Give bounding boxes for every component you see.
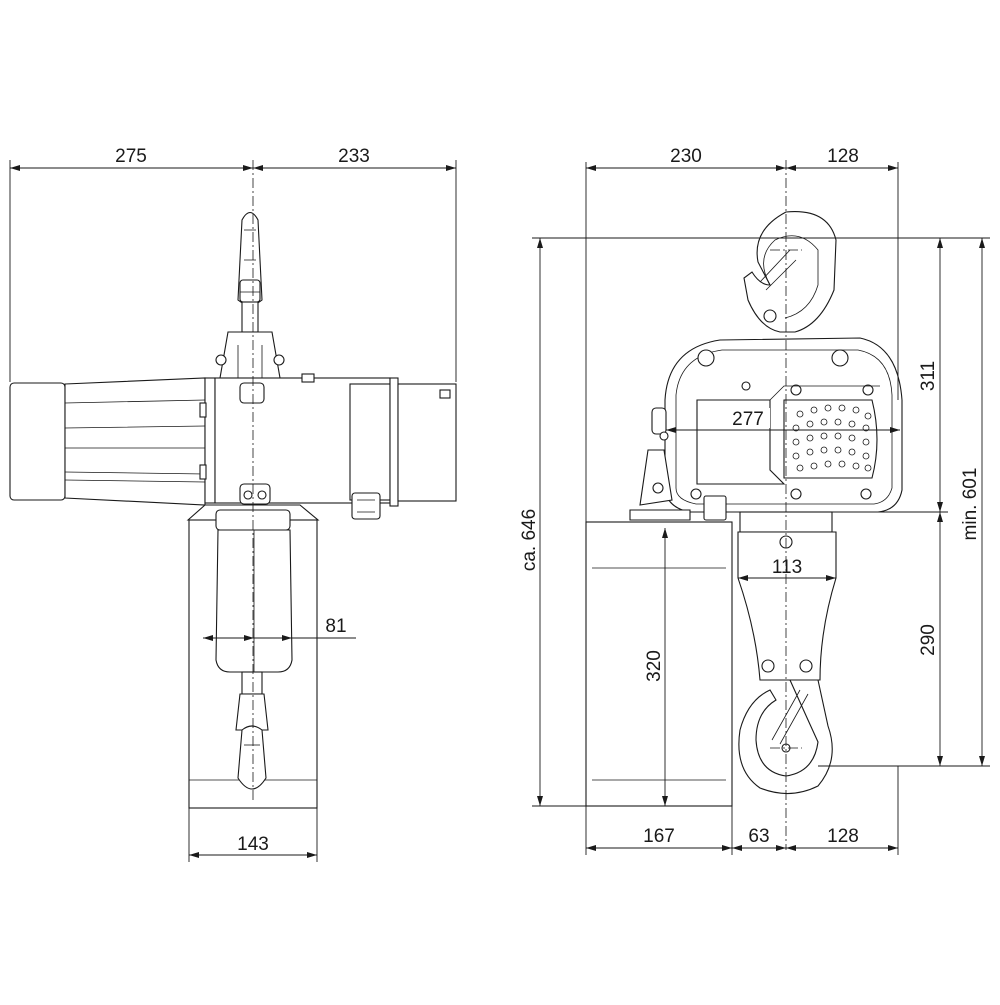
dim-side-bottom-right: 128 (827, 826, 859, 847)
front-view: 275 233 81 143 (9, 146, 457, 862)
front-suspension (215, 331, 285, 379)
front-motor (9, 377, 216, 506)
front-bottom-hook (235, 671, 269, 790)
dim-side-bottom-bag: 167 (643, 826, 675, 847)
dim-front-right: 233 (338, 146, 370, 167)
dim-front-bag-width: 143 (237, 834, 269, 855)
dim-side-bottom-gap: 63 (748, 826, 769, 847)
dim-side-hook-to-body: 311 (918, 361, 939, 391)
front-top-hook (237, 211, 263, 333)
dim-side-body-depth: 277 (732, 409, 764, 430)
side-top-hook (743, 211, 837, 333)
dim-front-left: 275 (115, 146, 147, 167)
dim-side-top-left: 230 (670, 146, 702, 167)
side-view: 230 128 ca. 646 311 290 min. 601 277 113… (519, 146, 990, 855)
dim-side-bag-height: 320 (644, 650, 665, 682)
side-chain-guide (629, 449, 727, 521)
side-hook-block (737, 511, 837, 681)
side-vent-grille (783, 399, 878, 479)
front-gearbox (214, 373, 457, 520)
dim-side-overall-height: ca. 646 (519, 509, 540, 571)
side-bottom-hook (738, 679, 833, 795)
dim-front-chain-offset: 81 (325, 616, 346, 637)
dim-side-block-height: 290 (918, 624, 939, 656)
side-body (651, 337, 903, 513)
dim-side-top-right: 128 (827, 146, 859, 167)
dim-side-block-width: 113 (772, 557, 802, 578)
side-chain-bag (585, 521, 733, 807)
dim-side-min-height: min. 601 (960, 468, 981, 541)
